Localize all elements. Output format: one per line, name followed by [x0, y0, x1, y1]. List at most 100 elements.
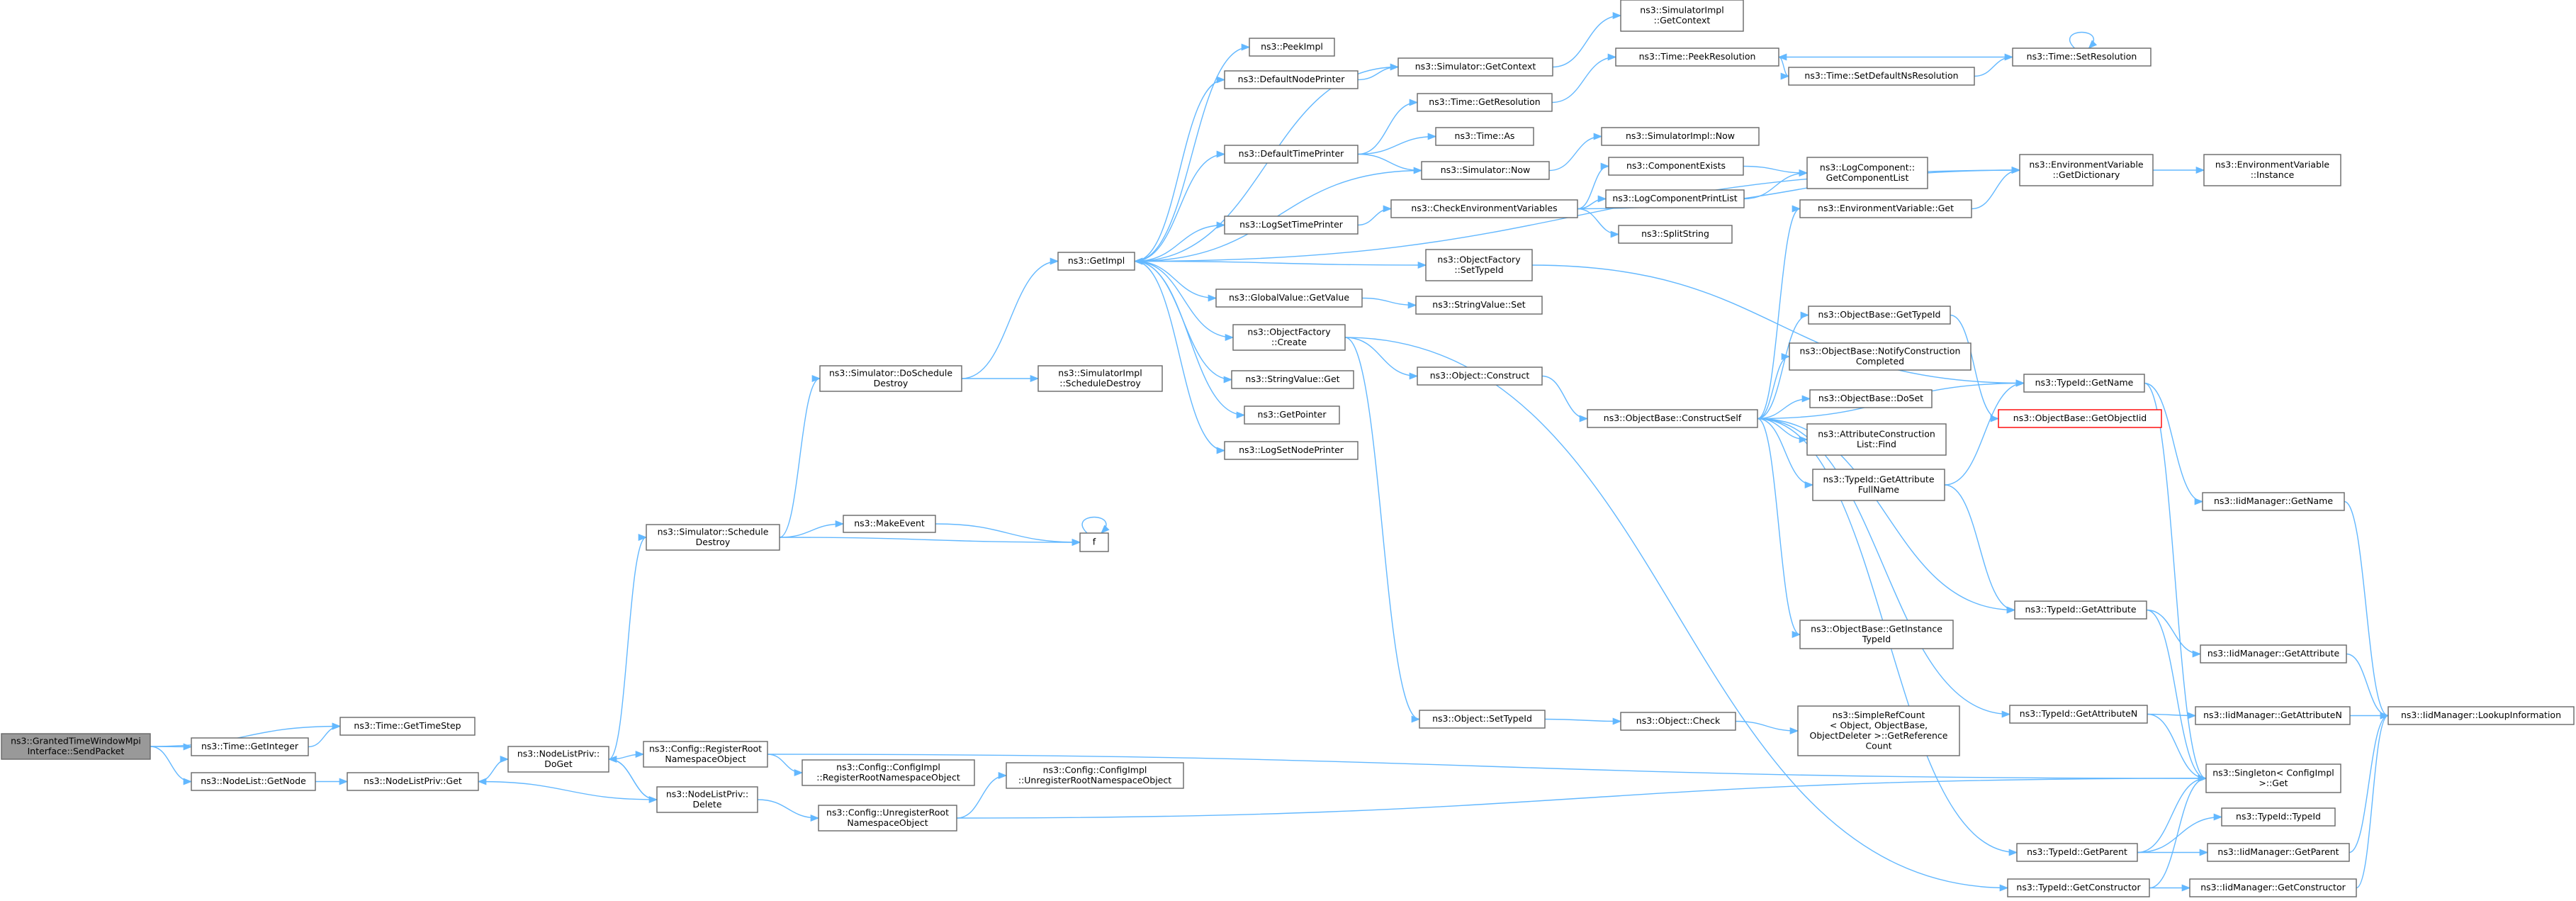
node-box: [1232, 324, 1346, 351]
node-label-line: ::SetTypeId: [1454, 264, 1503, 275]
node-object_settypeid[interactable]: ns3::Object::SetTypeId: [1419, 710, 1546, 729]
node-typeid_typeid[interactable]: ns3::TypeId::TypeId: [2221, 807, 2336, 827]
node-label-line: ns3::AttributeConstruction: [1818, 428, 1935, 439]
node-iidmanager_lookupinformation[interactable]: ns3::IidManager::LookupInformation: [2387, 706, 2575, 725]
node-objectbase_gettypeid[interactable]: ns3::ObjectBase::GetTypeId: [1808, 306, 1951, 325]
node-checkenvvars[interactable]: ns3::CheckEnvironmentVariables: [1390, 199, 1578, 218]
node-iidmanager_getattributen[interactable]: ns3::IidManager::GetAttributeN: [2195, 706, 2351, 725]
node-nodelist_getnode[interactable]: ns3::NodeList::GetNode: [191, 772, 316, 791]
node-envvar_get[interactable]: ns3::EnvironmentVariable::Get: [1799, 199, 1972, 218]
node-box: [1435, 127, 1534, 146]
node-getimpl[interactable]: ns3::GetImpl: [1057, 252, 1135, 271]
node-simulator_scheduledestroy[interactable]: ns3::Simulator::ScheduleDestroy: [646, 524, 780, 551]
node-simulator_getcontext[interactable]: ns3::Simulator::GetContext: [1397, 57, 1553, 77]
node-label-line: ns3::IidManager::GetName: [2214, 496, 2333, 506]
node-defaultnodeprinter[interactable]: ns3::DefaultNodePrinter: [1224, 70, 1359, 89]
node-getpointer[interactable]: ns3::GetPointer: [1244, 405, 1340, 425]
node-box: [2023, 374, 2145, 393]
node-time_as[interactable]: ns3::Time::As: [1435, 127, 1534, 146]
node-time_setresolution[interactable]: ns3::Time::SetResolution: [2012, 47, 2152, 67]
node-logsetnodeprinter[interactable]: ns3::LogSetNodePrinter: [1224, 441, 1359, 460]
edge-root-to-nodelist_getnode: [150, 746, 193, 785]
node-label-line: ns3::Time::SetDefaultNsResolution: [1804, 70, 1958, 81]
node-objectfactory_create[interactable]: ns3::ObjectFactory::Create: [1232, 324, 1346, 351]
node-nodelistpriv_doget[interactable]: ns3::NodeListPriv::DoGet: [507, 746, 609, 773]
node-label-line: ns3::Simulator::Now: [1441, 164, 1531, 175]
node-peekimpl[interactable]: ns3::PeekImpl: [1249, 38, 1335, 57]
node-label-line: ns3::TypeId::TypeId: [2236, 811, 2321, 822]
node-configimpl_unregisterroot[interactable]: ns3::Config::ConfigImpl::UnregisterRootN…: [1006, 762, 1184, 789]
node-time_getinteger[interactable]: ns3::Time::GetInteger: [191, 737, 309, 756]
node-config_registerroot[interactable]: ns3::Config::RegisterRootNamespaceObject: [643, 741, 768, 768]
node-time_peekresolution[interactable]: ns3::Time::PeekResolution: [1615, 47, 1779, 67]
node-label-line: ns3::Time::As: [1455, 130, 1515, 141]
node-objectbase_constructself[interactable]: ns3::ObjectBase::ConstructSelf: [1587, 409, 1758, 428]
node-time_setdefaultnsresolution[interactable]: ns3::Time::SetDefaultNsResolution: [1788, 67, 1975, 86]
node-nodelistpriv_delete[interactable]: ns3::NodeListPriv::Delete: [656, 786, 758, 813]
node-logcomponent_getcomponentlist[interactable]: ns3::LogComponent::GetComponentList: [1806, 157, 1928, 189]
node-simimpl_now[interactable]: ns3::SimulatorImpl::Now: [1601, 127, 1760, 146]
node-logsettimeprinter[interactable]: ns3::LogSetTimePrinter: [1224, 216, 1359, 235]
node-typeid_getparent[interactable]: ns3::TypeId::GetParent: [2016, 843, 2138, 862]
node-configimpl_registerroot[interactable]: ns3::Config::ConfigImpl::RegisterRootNam…: [802, 759, 975, 786]
node-makeevent[interactable]: ns3::MakeEvent: [843, 515, 936, 533]
node-label-line: ns3::Config::ConfigImpl: [1043, 764, 1147, 775]
node-logcomponentprintlist[interactable]: ns3::LogComponentPrintList: [1605, 189, 1745, 208]
edge-checkenvvars-to-splitstring: [1577, 208, 1620, 238]
node-time_getresolution[interactable]: ns3::Time::GetResolution: [1417, 93, 1553, 112]
node-iidmanager_getconstructor[interactable]: ns3::IidManager::GetConstructor: [2189, 878, 2357, 897]
node-typeid_getname[interactable]: ns3::TypeId::GetName: [2023, 374, 2145, 393]
node-simimpl_scheduledestroy[interactable]: ns3::SimulatorImpl::ScheduleDestroy: [1037, 365, 1163, 392]
node-envvar_instance[interactable]: ns3::EnvironmentVariable::Instance: [2203, 154, 2341, 186]
node-box: [1224, 145, 1359, 164]
node-time_gettimestep[interactable]: ns3::Time::GetTimeStep: [339, 717, 476, 736]
node-label-line: ns3::ObjectBase::GetInstance: [1811, 623, 1942, 634]
node-label-line: Destroy: [874, 378, 909, 388]
node-box: [2221, 807, 2336, 827]
node-stringvalue_get[interactable]: ns3::StringValue::Get: [1231, 370, 1354, 389]
node-typeid_getattributen[interactable]: ns3::TypeId::GetAttributeN: [2009, 705, 2148, 724]
node-splitstring[interactable]: ns3::SplitString: [1618, 225, 1733, 244]
node-stringvalue_set[interactable]: ns3::StringValue::Set: [1415, 296, 1543, 315]
node-objectbase_notifyconstructioncompleted[interactable]: ns3::ObjectBase::NotifyConstructionCompl…: [1789, 342, 1972, 371]
node-object_construct[interactable]: ns3::Object::Construct: [1417, 366, 1543, 386]
node-objectbase_doset[interactable]: ns3::ObjectBase::DoSet: [1809, 389, 1933, 408]
node-singleton_get[interactable]: ns3::Singleton< ConfigImpl >::Get: [2205, 763, 2341, 793]
node-label-line: ns3::DefaultTimePrinter: [1239, 148, 1345, 159]
node-envvar_getdictionary[interactable]: ns3::EnvironmentVariable::GetDictionary: [2019, 154, 2154, 186]
node-label-line: ns3::EnvironmentVariable: [2215, 159, 2330, 169]
node-object_check[interactable]: ns3::Object::Check: [1620, 712, 1736, 731]
node-typeid_getconstructor[interactable]: ns3::TypeId::GetConstructor: [2007, 878, 2150, 897]
node-objectfactory_settypeid[interactable]: ns3::ObjectFactory::SetTypeId: [1425, 249, 1533, 281]
node-box: [656, 786, 758, 813]
node-label-line: ns3::NodeListPriv::: [666, 788, 748, 799]
node-box: [2207, 843, 2350, 862]
node-simimpl_getcontext[interactable]: ns3::SimulatorImpl::GetContext: [1620, 0, 1744, 32]
edge-config_unregisterroot-to-singleton_get: [956, 774, 2207, 819]
node-nodelistpriv_get[interactable]: ns3::NodeListPriv::Get: [347, 772, 479, 791]
node-box: [646, 524, 780, 551]
node-label-line: ns3::Config::ConfigImpl: [836, 761, 940, 772]
node-label-line: ns3::DefaultNodePrinter: [1238, 74, 1346, 84]
node-globalvalue_getvalue[interactable]: ns3::GlobalValue::GetValue: [1215, 289, 1363, 308]
node-defaulttimeprinter[interactable]: ns3::DefaultTimePrinter: [1224, 145, 1359, 164]
node-f[interactable]: f: [1079, 532, 1109, 552]
node-root[interactable]: ns3::GrantedTimeWindowMpiInterface::Send…: [1, 733, 151, 760]
node-typeid_getattribute[interactable]: ns3::TypeId::GetAttribute: [2014, 600, 2147, 620]
node-iidmanager_getattribute[interactable]: ns3::IidManager::GetAttribute: [2200, 644, 2347, 664]
node-simulator_now[interactable]: ns3::Simulator::Now: [1421, 161, 1550, 180]
node-iidmanager_getparent[interactable]: ns3::IidManager::GetParent: [2207, 843, 2350, 862]
node-box: [1249, 38, 1335, 57]
node-componentexists[interactable]: ns3::ComponentExists: [1608, 157, 1744, 176]
node-config_unregisterroot[interactable]: ns3::Config::UnregisterRootNamespaceObje…: [818, 805, 957, 832]
node-objectbase_getobjectiid[interactable]: ns3::ObjectBase::GetObjectIid: [1998, 409, 2162, 428]
node-box: [2016, 843, 2138, 862]
node-iidmanager_getname[interactable]: ns3::IidManager::GetName: [2202, 492, 2345, 511]
edge-object_settypeid-to-object_check: [1544, 717, 1622, 725]
node-simplerefcount[interactable]: ns3::SimpleRefCount< Object, ObjectBase,…: [1797, 705, 1960, 756]
